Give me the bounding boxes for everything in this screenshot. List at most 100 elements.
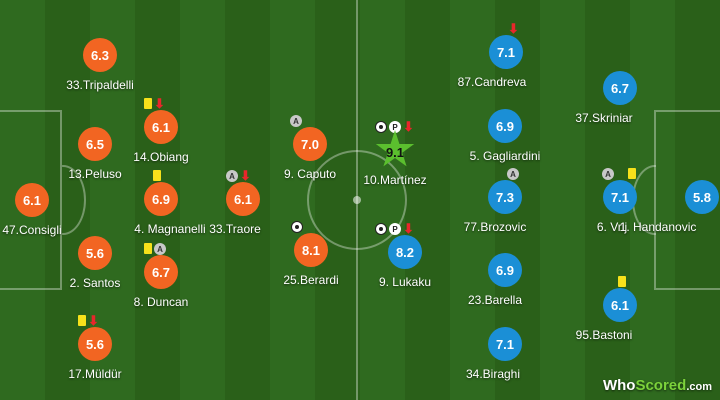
player-magnanelli[interactable]: 6.9 4. Magnanelli <box>115 170 225 252</box>
event-icons <box>618 276 626 290</box>
rating-badge: 6.9 <box>144 182 178 216</box>
yellow-card-icon <box>618 276 626 287</box>
rating-badge: 6.9 <box>488 109 522 143</box>
player-name: 33.Tripaldelli <box>66 78 134 92</box>
brand-part-1: Who <box>602 377 636 394</box>
goal-icon <box>375 121 387 133</box>
event-icons: ⬇ <box>508 21 519 37</box>
player-biraghi[interactable]: 7.1 34.Biraghi <box>450 327 560 397</box>
player-name: 25.Berardi <box>283 273 339 287</box>
rating-badge: 6.9 <box>488 253 522 287</box>
whoscored-logo: WhoScored.com <box>603 377 712 394</box>
yellow-card-icon <box>153 170 161 181</box>
player-name: 33.Traore <box>209 222 261 236</box>
rating-badge: 6.7 <box>144 255 178 289</box>
penalty-icon: P <box>389 223 401 235</box>
player-name: 2. Santos <box>69 276 121 290</box>
player-vrij[interactable]: A 7.1 6. Vrij <box>565 168 675 250</box>
rating-badge: 5.6 <box>78 327 112 361</box>
rating-badge: 7.1 <box>488 327 522 361</box>
goal-icon <box>291 221 303 233</box>
sub-off-icon: ⬇ <box>508 21 519 36</box>
yellow-card-icon <box>628 168 636 179</box>
player-name: 47.Consigli <box>2 223 62 237</box>
event-icons: A ⬇ <box>226 168 251 184</box>
event-icons: A <box>602 168 636 182</box>
player-name: 8. Duncan <box>133 295 189 309</box>
player-name: 1. Handanovic <box>619 220 697 234</box>
player-name: 9. Lukaku <box>378 275 432 289</box>
sub-off-icon: ⬇ <box>403 221 414 236</box>
rating-badge: 6.1 <box>15 183 49 217</box>
center-circle <box>307 150 407 250</box>
assist-icon: A <box>290 115 302 127</box>
brand-part-2: Scored <box>635 377 687 394</box>
rating-badge: 6.3 <box>83 38 117 72</box>
player-barella[interactable]: 6.9 23.Barella <box>450 253 560 323</box>
rating-badge: 5.6 <box>78 236 112 270</box>
brand-part-3: .com <box>686 381 712 393</box>
left-penalty-area <box>0 110 62 290</box>
sub-off-icon: ⬇ <box>240 168 251 183</box>
assist-icon: A <box>602 168 614 180</box>
player-caputo[interactable]: A 7.0 9. Caputo <box>255 115 365 197</box>
rating-badge: 7.1 <box>603 180 637 214</box>
rating-badge: 8.2 <box>388 235 422 269</box>
player-skriniar[interactable]: 6.7 37.Skriniar <box>565 71 675 141</box>
event-icons: ⬇ <box>78 313 99 329</box>
sub-off-icon: ⬇ <box>403 119 414 134</box>
goal-icon <box>375 223 387 235</box>
sub-off-icon: ⬇ <box>88 313 99 328</box>
player-name: 37.Skriniar <box>575 111 633 125</box>
event-icons: A <box>144 243 166 257</box>
player-gagliardini[interactable]: 6.9 5. Gagliardini <box>450 109 560 179</box>
rating-badge: 6.1 <box>226 182 260 216</box>
penalty-icon: P <box>389 121 401 133</box>
assist-icon: A <box>507 168 519 180</box>
player-peluso[interactable]: 6.5 13.Peluso <box>40 127 150 197</box>
rating-badge: 6.1 <box>603 288 637 322</box>
player-berardi[interactable]: 8.1 25.Berardi <box>256 221 366 303</box>
player-brozovic[interactable]: A 7.3 77.Brozovic <box>450 168 560 250</box>
rating-badge: 7.1 <box>489 35 523 69</box>
event-icons <box>153 170 161 184</box>
rating-badge: 7.3 <box>488 180 522 214</box>
player-name: 6. Vrij <box>596 220 628 234</box>
player-name: 17.Müldür <box>68 367 122 381</box>
yellow-card-icon <box>78 315 86 326</box>
player-muldur[interactable]: ⬇ 5.6 17.Müldür <box>40 314 150 397</box>
player-candreva[interactable]: ⬇ 7.1 87.Candreva <box>451 22 561 105</box>
player-lukaku[interactable]: P ⬇ 8.2 9. Lukaku <box>350 222 460 305</box>
assist-icon: A <box>226 170 238 182</box>
rating-badge: 6.7 <box>603 71 637 105</box>
event-icons: A <box>290 115 302 129</box>
player-name: 13.Peluso <box>68 167 122 181</box>
player-santos[interactable]: 5.6 2. Santos <box>40 236 150 306</box>
event-icons: ⬇ <box>144 96 165 112</box>
player-name: 23.Barella <box>467 293 523 307</box>
motm-star-badge: 9.1 <box>375 130 415 167</box>
rating-badge: 6.1 <box>144 110 178 144</box>
player-name: 77.Brozovic <box>463 220 527 234</box>
player-martinez[interactable]: P ⬇ 9.1 10.Martínez <box>340 120 450 203</box>
player-consigli[interactable]: 6.1 47.Consigli <box>0 183 87 253</box>
rating-badge: 6.5 <box>78 127 112 161</box>
sub-off-icon: ⬇ <box>154 96 165 111</box>
player-name: 4. Magnanelli <box>134 222 206 236</box>
player-obiang[interactable]: ⬇ 6.1 14.Obiang <box>106 97 216 180</box>
player-tripaldelli[interactable]: 6.3 33.Tripaldelli <box>45 38 155 108</box>
player-traore[interactable]: A ⬇ 6.1 33.Traore <box>188 169 298 252</box>
player-name: 34.Biraghi <box>465 367 521 381</box>
player-bastoni[interactable]: 6.1 95.Bastoni <box>565 276 675 358</box>
event-icons: A <box>507 168 519 182</box>
player-name: 9. Caputo <box>283 167 337 181</box>
center-spot <box>353 196 361 204</box>
rating-badge: 5.8 <box>685 180 719 214</box>
player-handanovic[interactable]: 5.8 1. Handanovic <box>615 180 720 250</box>
player-duncan[interactable]: A 6.7 8. Duncan <box>106 243 216 325</box>
event-icons <box>291 221 303 235</box>
player-name: 5. Gagliardini <box>469 149 541 163</box>
event-icons: P ⬇ <box>375 119 414 135</box>
assist-icon: A <box>154 243 166 255</box>
